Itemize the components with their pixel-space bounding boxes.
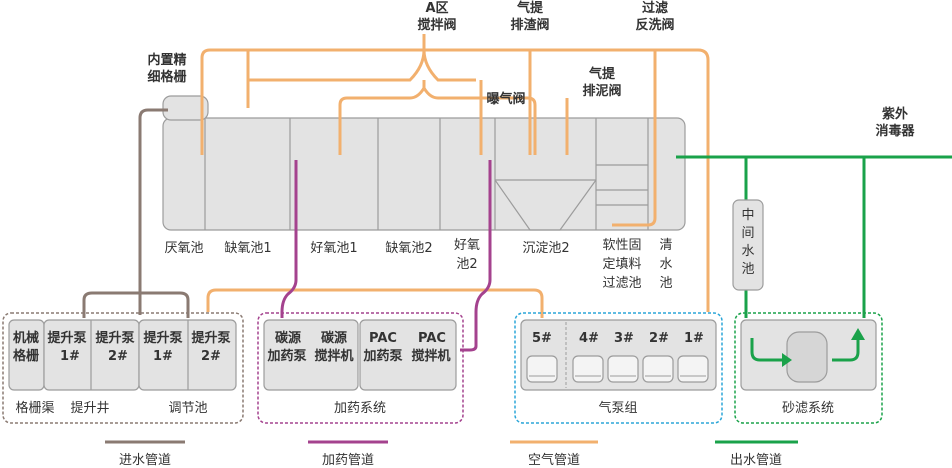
tank-sedimentation2: 沉淀池2 xyxy=(522,241,569,256)
pump-icon xyxy=(526,355,558,383)
cell-lift2-l1: 提升泵 xyxy=(95,330,134,346)
valve-a-zone-l2: 搅拌阀 xyxy=(417,17,456,33)
pump-icon xyxy=(677,355,709,383)
middle-tank-l4: 池 xyxy=(741,262,754,277)
tank-anaerobic: 厌氧池 xyxy=(164,241,203,256)
pump-icon xyxy=(607,355,639,383)
tank-aerobic1: 好氧池1 xyxy=(310,241,357,256)
valve-slag-l1: 气提 xyxy=(517,0,544,16)
grid-lift-group xyxy=(2,312,244,424)
label-lift-well: 提升井 xyxy=(70,400,109,416)
dosing-group xyxy=(257,312,464,424)
tank-aerobic2-l1: 好氧 xyxy=(454,238,480,253)
pump-5: 5# xyxy=(532,331,552,346)
pump-icon xyxy=(572,355,604,383)
cell-pac-mixer-l2: 搅拌机 xyxy=(411,348,450,364)
sand-filter-group xyxy=(734,312,883,424)
cell-carbon-mixer-l1: 碳源 xyxy=(321,330,347,346)
tank-filter-l3: 过滤池 xyxy=(602,276,641,291)
tank-filter-l1: 软性固 xyxy=(602,238,641,253)
valve-mud-l2: 排泥阀 xyxy=(582,83,621,99)
tank-aerobic2-l2: 池2 xyxy=(456,257,477,272)
uv-l1: 紫外 xyxy=(882,106,908,122)
cell-lift3-l2: 1# xyxy=(153,349,173,364)
cell-lift1-l2: 1# xyxy=(60,349,80,364)
builtin-fine-grid xyxy=(162,95,209,121)
dosing-pipes xyxy=(280,160,492,352)
middle-tank-l2: 间 xyxy=(741,226,754,241)
cell-pac-mixer-l1: PAC xyxy=(418,331,446,346)
tank-filter-l2: 定填料 xyxy=(602,257,641,272)
cell-lift2-l2: 2# xyxy=(108,349,128,364)
valve-a-zone-l1: A区 xyxy=(425,1,448,16)
cell-lift3-l1: 提升泵 xyxy=(143,330,182,346)
cell-pac-pump-l2: 加药泵 xyxy=(362,348,402,364)
tank-clear-l1: 清 xyxy=(659,238,672,253)
main-tank xyxy=(162,117,686,231)
label-regulating-tank: 调节池 xyxy=(168,401,207,416)
valve-aeration: 曝气阀 xyxy=(486,91,525,107)
valve-mud-l1: 气提 xyxy=(589,66,616,82)
label-dosing-system: 加药系统 xyxy=(334,401,386,416)
builtin-grid-l1: 内置精 xyxy=(147,52,186,68)
pump-icons xyxy=(526,355,709,383)
builtin-grid-l2: 细格栅 xyxy=(147,69,186,85)
valve-backwash-l1: 过滤 xyxy=(642,0,668,16)
pump-4: 4# xyxy=(579,331,599,346)
outlet-pipes xyxy=(676,155,952,318)
sand-filter-icon xyxy=(750,328,865,383)
air-pipes xyxy=(200,34,710,318)
cell-carbon-pump-l1: 碳源 xyxy=(275,330,301,346)
blower-group xyxy=(514,312,723,424)
tank-clear-l2: 水 xyxy=(659,257,672,272)
cell-grid-l2: 格栅 xyxy=(13,348,39,364)
cell-grid-l1: 机械 xyxy=(13,330,39,346)
legend-air: 空气管道 xyxy=(528,452,580,468)
inlet-pipes xyxy=(82,108,190,318)
legend-inlet: 进水管道 xyxy=(119,453,171,468)
middle-water-tank xyxy=(732,199,764,291)
cell-carbon-mixer-l2: 搅拌机 xyxy=(314,348,353,364)
middle-tank-l1: 中 xyxy=(741,208,754,223)
cell-lift1-l1: 提升泵 xyxy=(47,330,86,346)
tank-clear-l3: 池 xyxy=(659,276,672,291)
label-sand-filter: 砂滤系统 xyxy=(782,401,834,416)
tank-anoxic2: 缺氧池2 xyxy=(385,241,432,256)
pump-1: 1# xyxy=(684,331,704,346)
sedimentation-hopper xyxy=(494,179,597,231)
pump-2: 2# xyxy=(649,331,669,346)
middle-tank-l3: 水 xyxy=(741,244,754,259)
cell-carbon-pump-l2: 加药泵 xyxy=(266,348,306,364)
valve-slag-l2: 排渣阀 xyxy=(510,17,549,33)
legend-dosing: 加药管道 xyxy=(322,453,374,468)
uv-l2: 消毒器 xyxy=(875,123,915,139)
valve-backwash-l2: 反洗阀 xyxy=(635,17,674,33)
pump-3: 3# xyxy=(614,331,634,346)
tank-anoxic1: 缺氧池1 xyxy=(224,241,271,256)
pump-icon xyxy=(642,355,674,383)
label-blower-group: 气泵组 xyxy=(598,400,637,416)
legend-outlet: 出水管道 xyxy=(730,453,782,468)
cell-lift4-l1: 提升泵 xyxy=(191,330,230,346)
cell-pac-pump-l1: PAC xyxy=(369,331,397,346)
cell-lift4-l2: 2# xyxy=(201,349,221,364)
label-grid-channel: 格栅渠 xyxy=(15,400,54,416)
